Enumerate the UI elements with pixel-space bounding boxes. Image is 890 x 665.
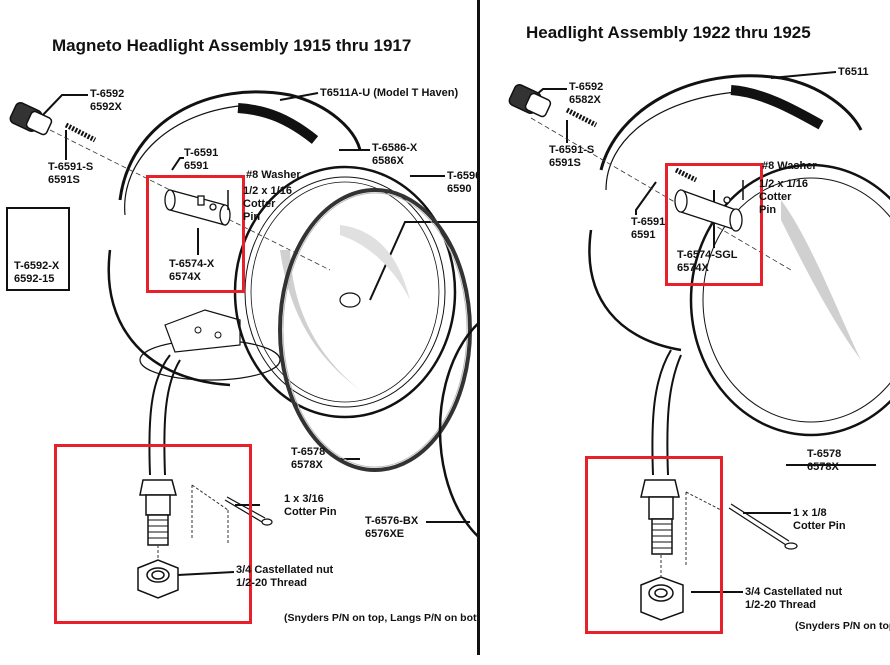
leader-nut xyxy=(177,571,235,576)
leader-bulb xyxy=(369,221,478,301)
left-socket-highlight xyxy=(146,175,245,293)
right-title: Headlight Assembly 1922 thru 1925 xyxy=(526,23,811,42)
label-washer: #8 Washer xyxy=(762,160,817,172)
left-footnote: (Snyders P/N on top, Langs P/N on bottom… xyxy=(284,612,478,624)
shell-outline xyxy=(118,90,362,201)
panel-divider xyxy=(477,0,480,655)
left-title: Magneto Headlight Assembly 1915 thru 191… xyxy=(52,36,412,55)
spring-part xyxy=(64,122,97,143)
label-shell: T6511 xyxy=(838,66,869,78)
plug-part xyxy=(9,102,53,136)
leader-plug xyxy=(39,94,88,119)
left-diagram-panel: Magneto Headlight Assembly 1915 thru 191… xyxy=(6,36,478,624)
right-socket-highlight xyxy=(665,163,763,286)
right-footnote: (Snyders P/N on top, Langs P/N on bottom… xyxy=(795,620,890,632)
bulb xyxy=(339,292,361,308)
right-headlight-drawing xyxy=(508,71,890,621)
left-stem-highlight xyxy=(54,444,252,624)
stem-part xyxy=(148,354,181,476)
lens xyxy=(438,321,478,539)
label-washer: #8 Washer xyxy=(246,169,301,181)
reflector-shade xyxy=(280,250,360,390)
right-stem-highlight xyxy=(585,456,723,634)
inset-box xyxy=(6,207,70,291)
stem-hex xyxy=(139,479,177,496)
label-shell: T6511A-U (Model T Haven) xyxy=(320,87,459,99)
leader-contact xyxy=(171,157,184,171)
right-diagram-panel: Headlight Assembly 1922 thru 1925 xyxy=(481,0,890,665)
gasket-ring xyxy=(278,188,472,472)
socket-part xyxy=(164,189,231,226)
cotter-large-part xyxy=(224,496,273,526)
